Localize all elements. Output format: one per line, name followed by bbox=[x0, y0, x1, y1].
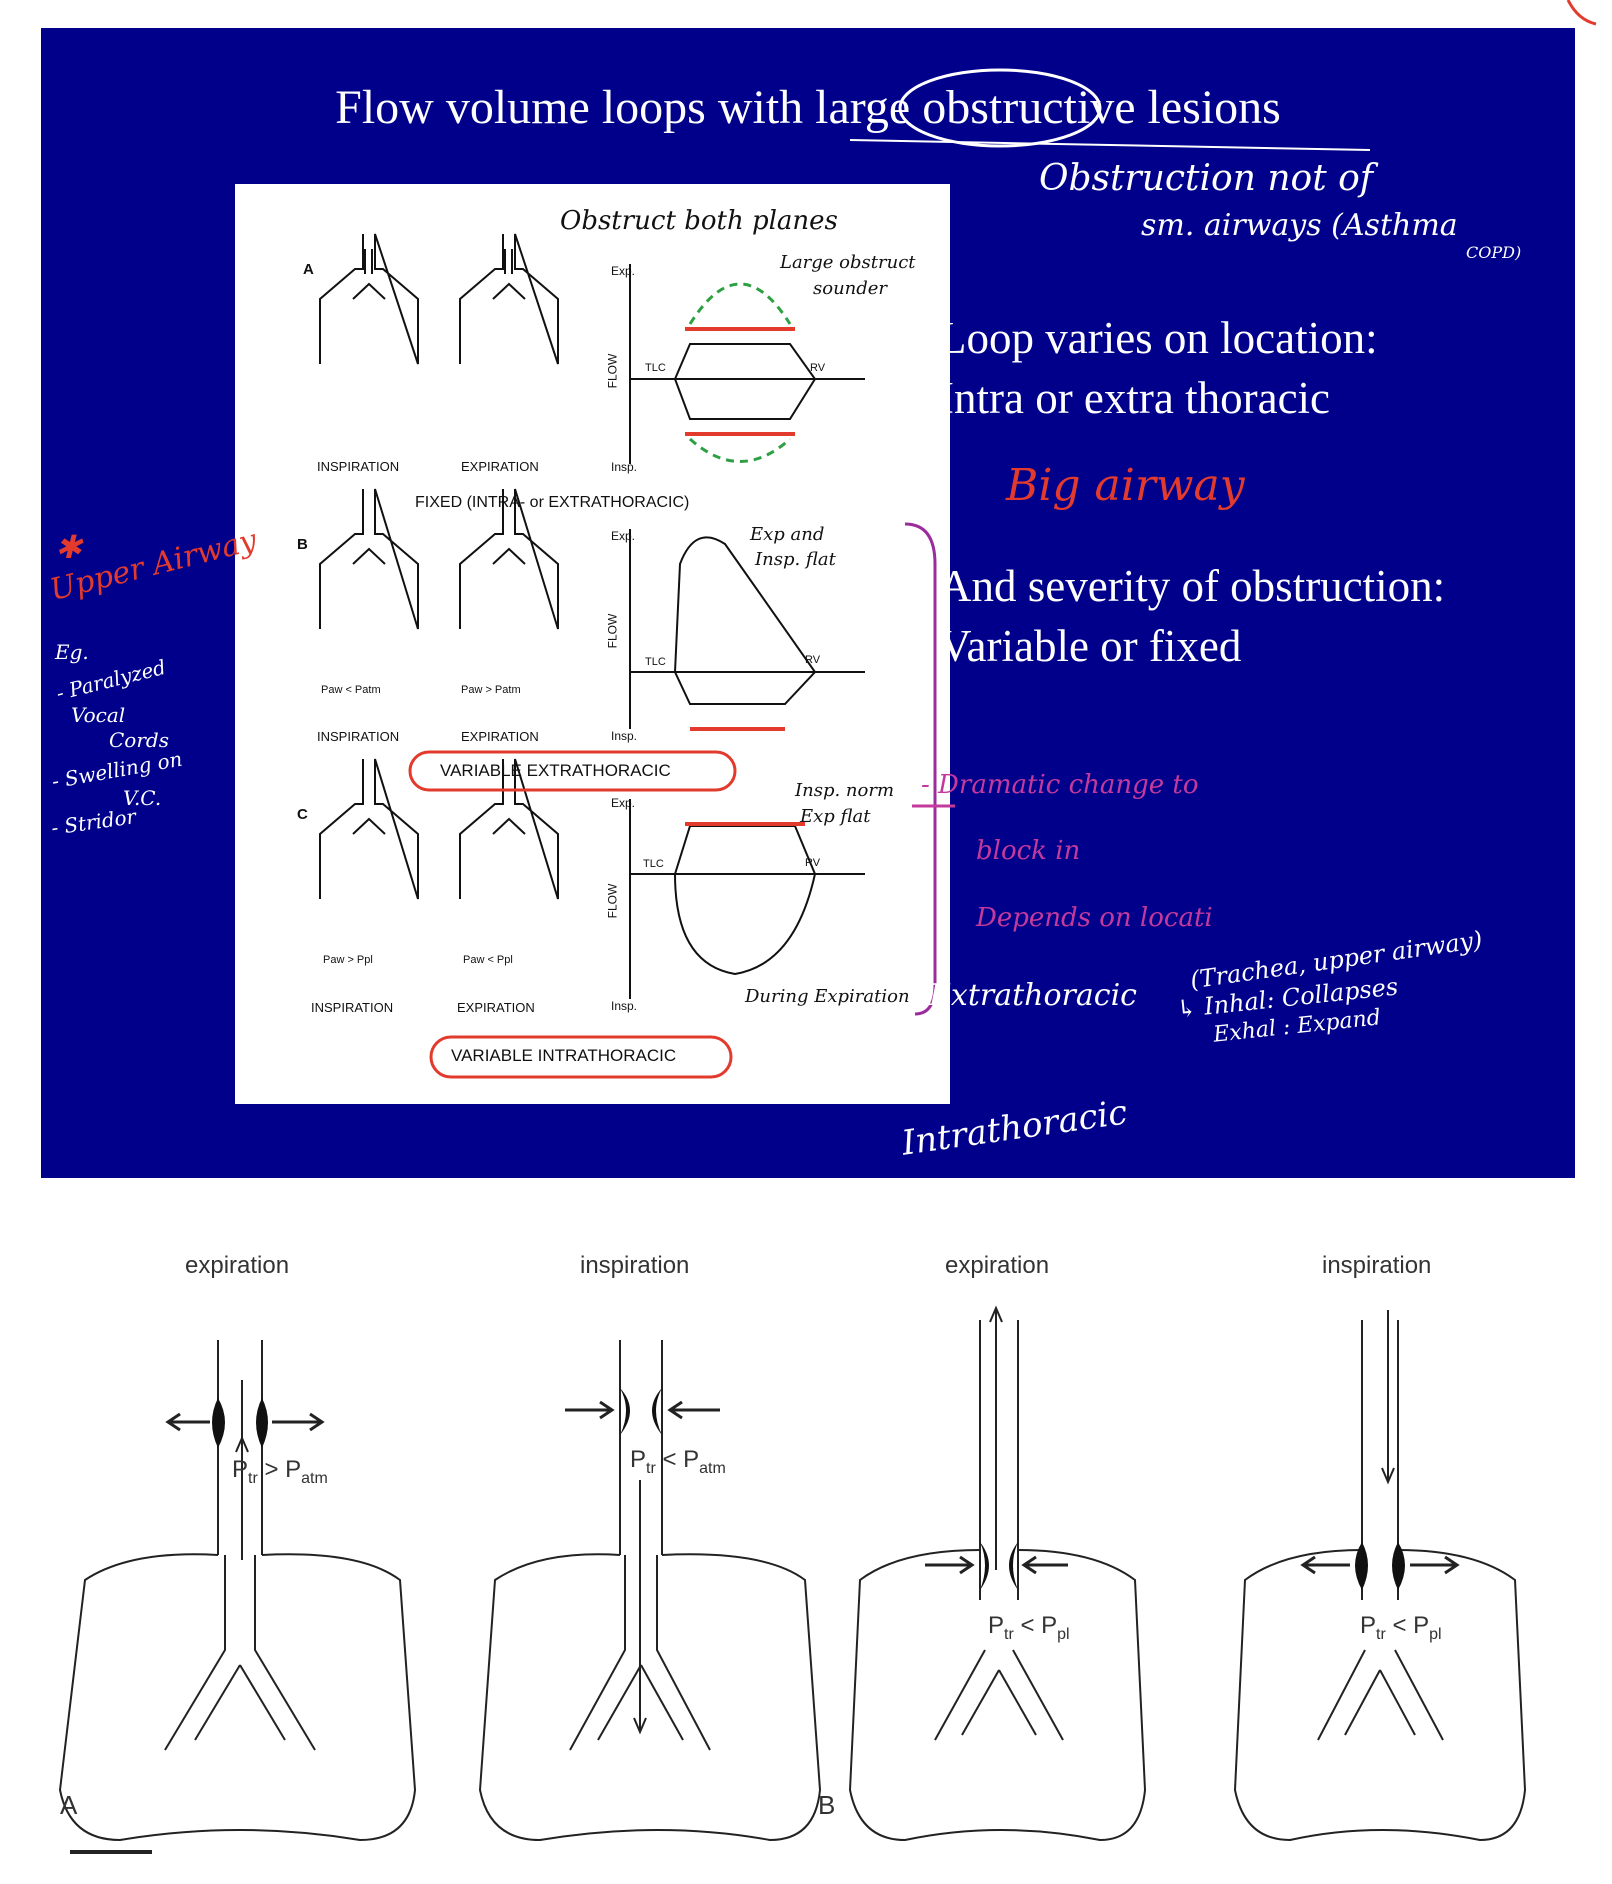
panel-b-insp-press: Paw < Patm bbox=[321, 684, 381, 696]
annotation-insp-norm: Insp. norm bbox=[795, 780, 895, 801]
lung-b-expiration bbox=[848, 1320, 1147, 1842]
panel-letter-a: A bbox=[60, 1790, 78, 1820]
annotation-exp-and: Exp and bbox=[750, 524, 825, 545]
panel-a-caption: FIXED (INTRA- or EXTRATHORACIC) bbox=[415, 494, 690, 511]
panel-b-tlc: TLC bbox=[645, 656, 666, 668]
panel-b-letter: B bbox=[297, 536, 308, 553]
panel-c-insp-press: Paw > Ppl bbox=[323, 954, 373, 966]
flow-volume-drawings bbox=[319, 233, 937, 1079]
panel-b-axis-bottom: Insp. bbox=[611, 729, 638, 743]
panel-b-rv: RV bbox=[805, 654, 821, 666]
panel-a-axis-bottom: Insp. bbox=[611, 460, 638, 474]
lung-a-expiration bbox=[58, 1340, 417, 1842]
panel-a-axis-top: Exp. bbox=[611, 264, 636, 278]
flow-volume-figure: A INSPIRATION EXPIRATION Exp. Insp. FLOW… bbox=[235, 184, 950, 1104]
label-expiration-a: expiration bbox=[185, 1252, 290, 1279]
label-inspiration-b: inspiration bbox=[1322, 1252, 1432, 1279]
panel-c-axis-bottom: Insp. bbox=[611, 999, 638, 1013]
panel-b-expiration-lung bbox=[459, 488, 559, 630]
bullet-severity-line2: Variable or fixed bbox=[939, 621, 1242, 671]
panel-a-expiration-lung bbox=[459, 233, 559, 365]
panel-b-insp-label: INSPIRATION bbox=[317, 729, 400, 744]
panel-b-caption: VARIABLE EXTRATHORACIC bbox=[440, 761, 671, 780]
pressure-label-a-inspiration: Ptr < Patm bbox=[630, 1446, 726, 1477]
annotation-copd: COPD) bbox=[1466, 243, 1522, 262]
annotation-small-airways: sm. airways (Asthma bbox=[1141, 208, 1458, 243]
bullet-severity-line1: And severity of obstruction: bbox=[939, 561, 1446, 611]
panel-c-inspiration-lung bbox=[319, 758, 419, 900]
panel-a-tlc: TLC bbox=[645, 362, 666, 374]
panel-c-exp-press: Paw < Ppl bbox=[463, 954, 513, 966]
annotation-during-expiration: During Expiration bbox=[745, 986, 910, 1007]
pressure-label-a-expiration: Ptr > Patm bbox=[232, 1456, 328, 1487]
annotation-large-obstruct: Large obstruct bbox=[780, 252, 916, 273]
annotation-vc: V.C. bbox=[123, 786, 162, 810]
panel-b-axis-top: Exp. bbox=[611, 529, 636, 543]
pressure-label-b-inspiration: Ptr < Ppl bbox=[1360, 1612, 1442, 1643]
panel-c-insp-label: INSPIRATION bbox=[311, 1000, 394, 1015]
annotation-obstruct-both: Obstruct both planes bbox=[560, 206, 838, 236]
pressure-label-b-expiration: Ptr < Ppl bbox=[988, 1612, 1070, 1643]
slide: Flow volume loops with large obstructive… bbox=[41, 28, 1575, 1178]
annotation-large-obstruct-2: sounder bbox=[813, 278, 888, 299]
slide-title: Flow volume loops with large obstructive… bbox=[335, 81, 1281, 134]
annotation-insp-flat: Insp. flat bbox=[755, 549, 836, 570]
lung-diagrams bbox=[58, 1305, 1527, 1854]
panel-c-tlc: TLC bbox=[643, 858, 664, 870]
annotation-dramatic-change: - Dramatic change to bbox=[921, 770, 1199, 800]
panel-b-exp-label: EXPIRATION bbox=[461, 729, 539, 744]
label-inspiration-a: inspiration bbox=[580, 1252, 690, 1279]
panel-a-inspiration-lung bbox=[319, 233, 419, 365]
annotation-blocked-in: block in bbox=[976, 836, 1081, 866]
panel-c-rv: RV bbox=[805, 857, 821, 869]
panel-c-letter: C bbox=[297, 806, 308, 823]
panel-b-exp-press: Paw > Patm bbox=[461, 684, 521, 696]
bullet-location-line1: Loop varies on location: bbox=[939, 313, 1378, 363]
panel-a-letter: A bbox=[303, 261, 314, 278]
annotation-extrathoracic: Extrathoracic bbox=[929, 978, 1137, 1013]
annotation-eg: Eg. bbox=[55, 640, 89, 664]
annotation-depends-location: Depends on locati bbox=[976, 903, 1213, 933]
panel-c-axis-top: Exp. bbox=[611, 796, 636, 810]
panel-letter-b: B bbox=[818, 1790, 836, 1820]
annotation-exp-flat: Exp flat bbox=[800, 806, 871, 827]
annotation-cords: Cords bbox=[109, 728, 169, 752]
bullet-location-line2: Intra or extra thoracic bbox=[939, 373, 1331, 423]
lung-a-inspiration bbox=[478, 1340, 822, 1842]
annotation-obstruction-not: Obstruction not of bbox=[1039, 158, 1374, 199]
annotation-big-airway: Big airway bbox=[1006, 460, 1245, 511]
panel-c-caption: VARIABLE INTRATHORACIC bbox=[451, 1046, 677, 1065]
panel-a-insp-label: INSPIRATION bbox=[317, 459, 400, 474]
annotation-vocal: Vocal bbox=[71, 703, 126, 727]
panel-c-exp-label: EXPIRATION bbox=[457, 1000, 535, 1015]
panel-b-inspiration-lung bbox=[319, 488, 419, 630]
panel-a-exp-label: EXPIRATION bbox=[461, 459, 539, 474]
lung-b-inspiration bbox=[1233, 1320, 1527, 1842]
annotation-star: ✱ bbox=[55, 528, 82, 566]
label-expiration-b: expiration bbox=[945, 1252, 1050, 1279]
panel-a-rv: RV bbox=[810, 362, 826, 374]
